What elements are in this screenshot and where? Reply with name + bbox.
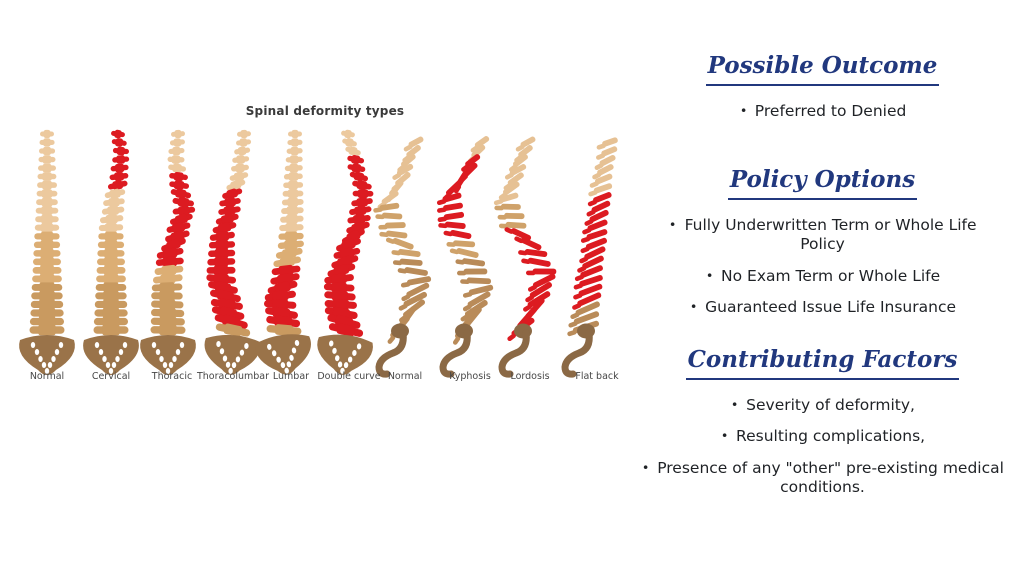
bullet-text: Preferred to Denied	[754, 101, 907, 120]
bullet-item: • Presence of any "other" pre-existing me…	[620, 459, 1024, 498]
spine-illustration	[19, 129, 618, 378]
bullet-icon: •	[705, 268, 714, 284]
bullet-text: Presence of any "other" pre-existing med…	[657, 458, 1004, 496]
spine-flat-back	[561, 137, 618, 378]
spine-kyphosis	[436, 136, 494, 378]
section-heading: Policy Options	[727, 166, 918, 200]
bullet-text: No Exam Term or Whole Life	[721, 266, 941, 285]
bullet-item: • No Exam Term or Whole Life	[620, 267, 1024, 286]
illustration-title: Spinal deformity types	[245, 104, 405, 118]
bullet-icon: •	[689, 299, 698, 315]
bullet-text: Resulting complications,	[736, 427, 926, 446]
bullet-text: Severity of deformity,	[746, 395, 915, 414]
section-possible-outcome: Possible Outcome • Preferred to Denied	[620, 52, 1024, 133]
bullet-icon: •	[720, 428, 729, 444]
spine-label: Lumbar	[272, 371, 310, 382]
section-heading: Contributing Factors	[685, 346, 960, 380]
bullet-item: • Guaranteed Issue Life Insurance	[620, 298, 1024, 317]
bullet-item: • Severity of deformity,	[620, 396, 1024, 415]
spine-lumbar	[255, 129, 311, 375]
bullet-item: • Preferred to Denied	[620, 102, 1024, 121]
spine-label: Double curve	[317, 371, 381, 382]
spine-double-curve	[317, 129, 374, 375]
spine-label: Normal	[29, 371, 65, 382]
bullet-icon: •	[669, 217, 677, 233]
spine-label: Cervical	[91, 371, 131, 382]
spine-label: Kyphosis	[449, 371, 491, 382]
bullet-icon: •	[641, 460, 650, 476]
spine-thoracolumbar	[204, 129, 261, 375]
section-contributing-factors: Contributing Factors • Severity of deform…	[620, 346, 1024, 509]
spine-label: Flat back	[575, 371, 619, 382]
bullet-text: Guaranteed Issue Life Insurance	[705, 297, 957, 316]
spine-label: Thoracolumbar	[196, 371, 270, 382]
spine-label: Thoracic	[151, 371, 193, 382]
bullet-item: • Fully Underwritten Term or Whole Life P…	[650, 216, 995, 255]
spine-cervical	[83, 129, 139, 375]
bullet-item: • Resulting complications,	[620, 427, 1024, 446]
spine-lordosis	[493, 136, 557, 378]
section-heading: Possible Outcome	[705, 52, 940, 86]
bullet-text: Fully Underwritten Term or Whole Life Po…	[684, 215, 977, 254]
bullet-icon: •	[739, 103, 747, 119]
section-policy-options: Policy Options • Fully Underwritten Term …	[620, 166, 1024, 329]
spine-thoracic	[140, 129, 196, 375]
spine-normal	[373, 136, 432, 378]
spine-label: Lordosis	[510, 371, 550, 382]
spine-normal	[19, 129, 75, 375]
spine-label: Normal	[387, 371, 423, 382]
bullet-icon: •	[730, 397, 739, 413]
